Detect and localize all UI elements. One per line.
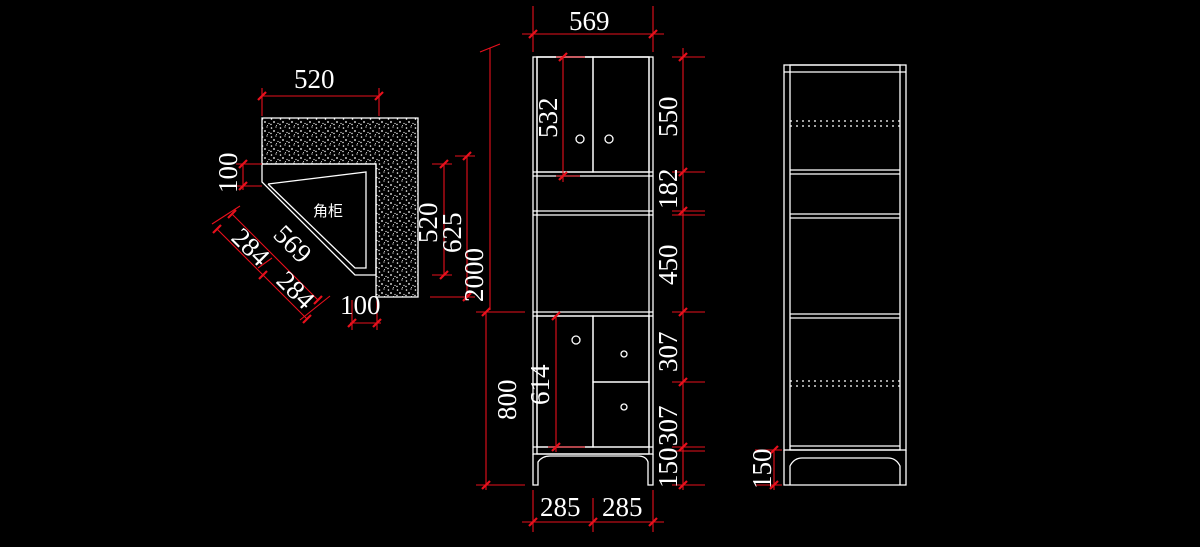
dim-upper-door: 532 <box>533 98 563 139</box>
tick <box>313 295 323 305</box>
dim-total-width: 569 <box>569 6 610 36</box>
dim-shelf-gap: 182 <box>653 169 683 210</box>
tick <box>439 159 449 169</box>
tick <box>678 167 688 177</box>
tick <box>462 151 472 161</box>
tick <box>648 517 658 527</box>
tick <box>238 159 248 169</box>
tick <box>558 52 568 62</box>
tick <box>439 270 449 280</box>
door-knob <box>604 134 614 144</box>
tick <box>678 480 688 490</box>
tick <box>462 292 472 302</box>
cabinet-inner-line <box>267 171 367 269</box>
tick <box>479 43 501 53</box>
tick <box>212 224 222 234</box>
side-plinth-outline <box>783 450 907 486</box>
tick <box>372 318 382 328</box>
dim-lower-door: 614 <box>525 364 555 405</box>
tick <box>258 270 268 280</box>
dim-drawer-top: 307 <box>653 332 683 373</box>
side-elevation: 150 <box>747 64 907 490</box>
tick <box>374 91 384 101</box>
side-carcass <box>783 64 907 451</box>
dim-lower-cabinet: 800 <box>492 380 522 421</box>
side-inner <box>789 64 901 451</box>
dim-drawer-bottom: 307 <box>653 406 683 447</box>
corner-cabinet-label: 角柜 <box>313 202 343 220</box>
diag-dim-line <box>216 228 308 320</box>
tick <box>347 318 357 328</box>
dim-half-right: 285 <box>602 492 643 522</box>
dim-side-plinth: 150 <box>747 449 777 490</box>
corner-cabinet-outline <box>261 163 377 276</box>
tick <box>481 307 491 317</box>
tick <box>227 209 237 219</box>
dim-right-outer: 625 <box>437 213 467 254</box>
door-knob <box>571 335 581 345</box>
tick <box>678 206 688 216</box>
dim-plinth: 150 <box>653 448 683 489</box>
ext-line <box>299 295 331 321</box>
front-elevation: 569 2000 532 550 182 450 307 307 <box>459 6 705 532</box>
tick <box>257 91 267 101</box>
dim-diag-a: 284 <box>226 222 276 272</box>
tick <box>648 29 658 39</box>
diag-dim-line <box>231 213 319 301</box>
dim-left-depth: 100 <box>213 153 243 194</box>
dim-diag-b: 284 <box>271 265 321 315</box>
tick <box>678 52 688 62</box>
side-plinth <box>789 457 901 485</box>
dim-top-width: 520 <box>294 64 335 94</box>
drawer-knob <box>620 403 628 411</box>
tick <box>678 377 688 387</box>
tick <box>528 517 538 527</box>
tick <box>551 311 561 321</box>
dim-half-left: 285 <box>540 492 581 522</box>
tick <box>588 517 598 527</box>
tick <box>302 314 312 324</box>
dim-total-height: 2000 <box>459 248 489 302</box>
dim-open-section: 450 <box>653 245 683 286</box>
tick <box>678 307 688 317</box>
tick <box>528 29 538 39</box>
ext-line <box>211 205 241 225</box>
plinth <box>532 454 654 486</box>
dim-right-inner: 520 <box>413 203 443 244</box>
tick <box>769 445 779 455</box>
dim-bottom-depth: 100 <box>340 290 381 320</box>
tick <box>551 442 561 452</box>
dim-diag-full: 569 <box>268 219 318 269</box>
drawer-top <box>592 315 650 383</box>
tick <box>678 442 688 452</box>
dim-upper-section: 550 <box>653 97 683 138</box>
tick <box>558 171 568 181</box>
upper-door-right <box>592 56 650 173</box>
plan-view: 角柜 520 100 569 284 284 100 <box>211 64 475 330</box>
tick <box>769 480 779 490</box>
drawer-knob <box>620 350 628 358</box>
door-knob <box>575 134 585 144</box>
tick <box>481 480 491 490</box>
ext-line <box>257 257 273 269</box>
tick <box>238 181 248 191</box>
drawer-bottom <box>592 381 650 448</box>
